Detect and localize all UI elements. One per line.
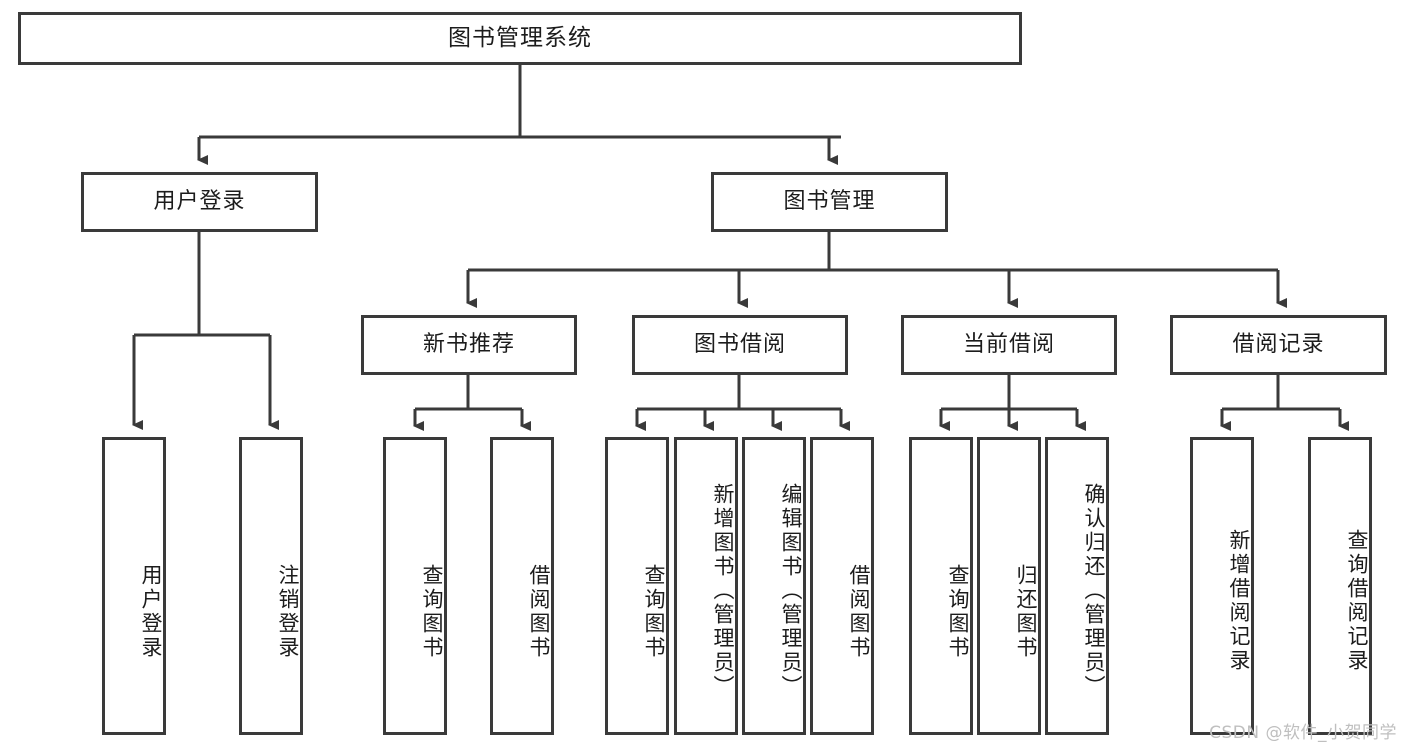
node-label: 编辑图书（管理员）: [779, 483, 803, 699]
node-label: 图书借阅: [693, 331, 786, 357]
node-label: 新书推荐: [422, 331, 515, 357]
node-current-borrow[interactable]: 当前借阅: [901, 315, 1117, 375]
node-book-borrow[interactable]: 图书借阅: [632, 315, 848, 375]
node-label: 用户登录: [139, 564, 163, 660]
node-user-login[interactable]: 用户登录: [81, 172, 318, 232]
leaf-edit-book-admin[interactable]: 编辑图书（管理员）: [742, 437, 806, 735]
node-label: 查询图书: [420, 564, 444, 660]
node-label: 用户登录: [153, 188, 246, 214]
leaf-add-book-admin[interactable]: 新增图书（管理员）: [674, 437, 738, 735]
leaf-query-book-borrow[interactable]: 查询图书: [605, 437, 669, 735]
node-label: 当前借阅: [962, 331, 1055, 357]
node-label: 查询借阅记录: [1345, 529, 1369, 673]
csdn-watermark: CSDN @软件_小贺同学: [1209, 723, 1397, 743]
node-label: 图书管理系统: [448, 24, 592, 51]
leaf-confirm-return-admin[interactable]: 确认归还（管理员）: [1045, 437, 1109, 735]
leaf-query-borrow-record[interactable]: 查询借阅记录: [1308, 437, 1372, 735]
node-book-management[interactable]: 图书管理: [711, 172, 948, 232]
node-new-book-recommend[interactable]: 新书推荐: [361, 315, 577, 375]
leaf-logout[interactable]: 注销登录: [239, 437, 303, 735]
node-label: 注销登录: [276, 564, 300, 660]
node-label: 查询图书: [642, 564, 666, 660]
node-borrow-record[interactable]: 借阅记录: [1170, 315, 1387, 375]
leaf-return-book[interactable]: 归还图书: [977, 437, 1041, 735]
node-label: 借阅图书: [527, 564, 551, 660]
node-label: 确认归还（管理员）: [1082, 483, 1106, 699]
node-label: 借阅图书: [847, 564, 871, 660]
node-label: 新增借阅记录: [1227, 529, 1251, 673]
leaf-query-book-current[interactable]: 查询图书: [909, 437, 973, 735]
node-label: 借阅记录: [1232, 331, 1325, 357]
node-label: 新增图书（管理员）: [711, 483, 735, 699]
node-root-book-management-system[interactable]: 图书管理系统: [18, 12, 1022, 65]
node-label: 归还图书: [1014, 564, 1038, 660]
node-label: 图书管理: [783, 188, 876, 214]
node-label: 查询图书: [946, 564, 970, 660]
leaf-add-borrow-record[interactable]: 新增借阅记录: [1190, 437, 1254, 735]
leaf-query-book-new[interactable]: 查询图书: [383, 437, 447, 735]
leaf-borrow-book[interactable]: 借阅图书: [810, 437, 874, 735]
leaf-user-login[interactable]: 用户登录: [102, 437, 166, 735]
leaf-borrow-book-new[interactable]: 借阅图书: [490, 437, 554, 735]
